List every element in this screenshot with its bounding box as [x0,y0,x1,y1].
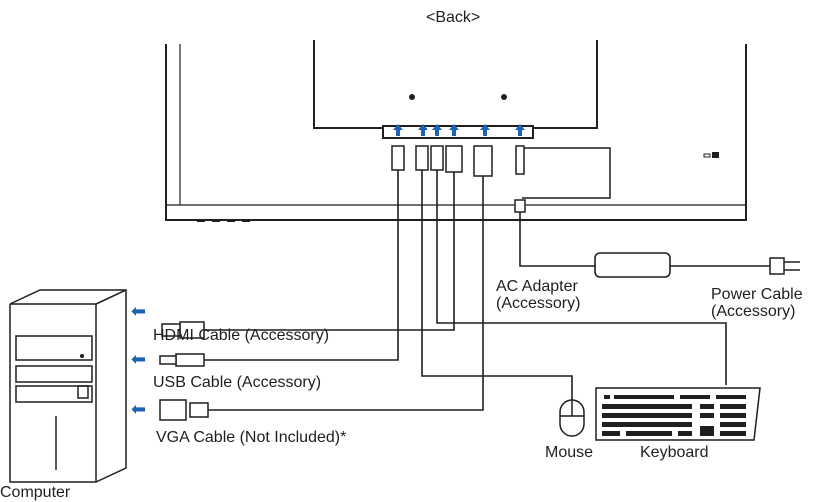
diagram-title: <Back> [426,9,481,26]
ac-adapter-sublabel: (Accessory) [496,295,581,312]
left-arrow-icon: ⬅ [131,349,147,370]
up-arrow-icon [393,124,525,136]
vga-plug [473,145,493,177]
usb-cable-label: USB Cable (Accessory) [153,374,322,391]
port-strip [382,125,534,139]
left-arrow-icon: ⬅ [131,301,147,322]
usb-plug [415,145,429,171]
mouse-device [559,399,585,437]
ac-adapter-label: AC Adapter [496,278,578,295]
mouse-label: Mouse [545,444,594,461]
monitor-panel [313,40,598,129]
hdmi-plug [445,145,463,173]
usb-plug [391,145,405,171]
power-cable-label: Power Cable [711,286,803,303]
keyboard-label: Keyboard [640,444,709,461]
computer-tower [9,288,127,483]
left-arrow-icon: ⬅ [131,399,147,420]
computer-label: Computer [0,484,71,501]
monitor-back-outline [165,44,747,221]
vga-cable-label: VGA Cable (Not Included)* [156,429,347,446]
usb-plug [430,145,444,171]
ac-adapter [594,252,671,278]
hdmi-cable-label: HDMI Cable (Accessory) [153,327,330,344]
dc-plug [515,145,525,175]
power-cable-sublabel: (Accessory) [711,303,796,320]
